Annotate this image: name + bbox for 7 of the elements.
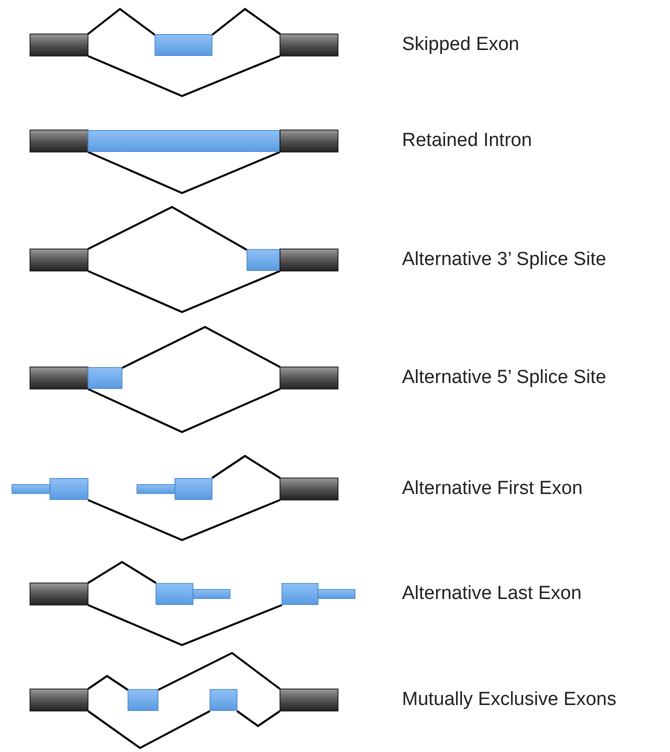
splicing-type-label: Alternative 5’ Splice Site <box>402 366 606 390</box>
splicing-type-label: Skipped Exon <box>402 33 520 57</box>
splicing-type-label: Mutually Exclusive Exons <box>402 688 616 712</box>
splicing-type-label: Retained Intron <box>402 129 532 153</box>
splicing-type-label: Alternative First Exon <box>402 477 583 501</box>
splicing-type-label: Alternative Last Exon <box>402 582 582 606</box>
splicing-type-label: Alternative 3’ Splice Site <box>402 248 606 272</box>
